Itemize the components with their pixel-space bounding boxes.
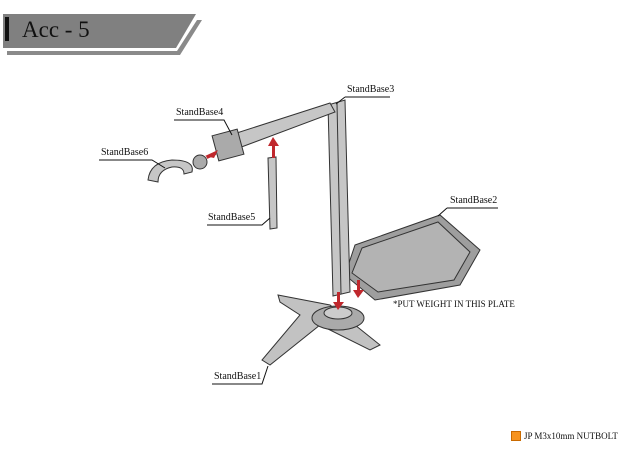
label-standbase2: StandBase2 <box>450 195 498 206</box>
standbase1-base <box>261 294 381 366</box>
label-standbase6: StandBase6 <box>101 147 149 158</box>
legend: JP M3x10mm NUTBOLT <box>511 431 618 441</box>
label-standbase5: StandBase5 <box>208 212 256 223</box>
label-standbase4: StandBase4 <box>176 107 224 118</box>
legend-label: JP M3x10mm NUTBOLT <box>524 431 618 441</box>
standbase6-clamp <box>147 159 193 183</box>
assembly-arrows <box>205 137 364 310</box>
page-title: Acc - 5 <box>22 17 90 42</box>
leader-lines <box>99 96 498 385</box>
legend-swatch <box>511 431 521 441</box>
weight-note: *PUT WEIGHT IN THIS PLATE <box>393 299 515 309</box>
label-standbase3: StandBase3 <box>347 84 395 95</box>
header-banner <box>3 14 202 55</box>
label-standbase1: StandBase1 <box>214 371 262 382</box>
